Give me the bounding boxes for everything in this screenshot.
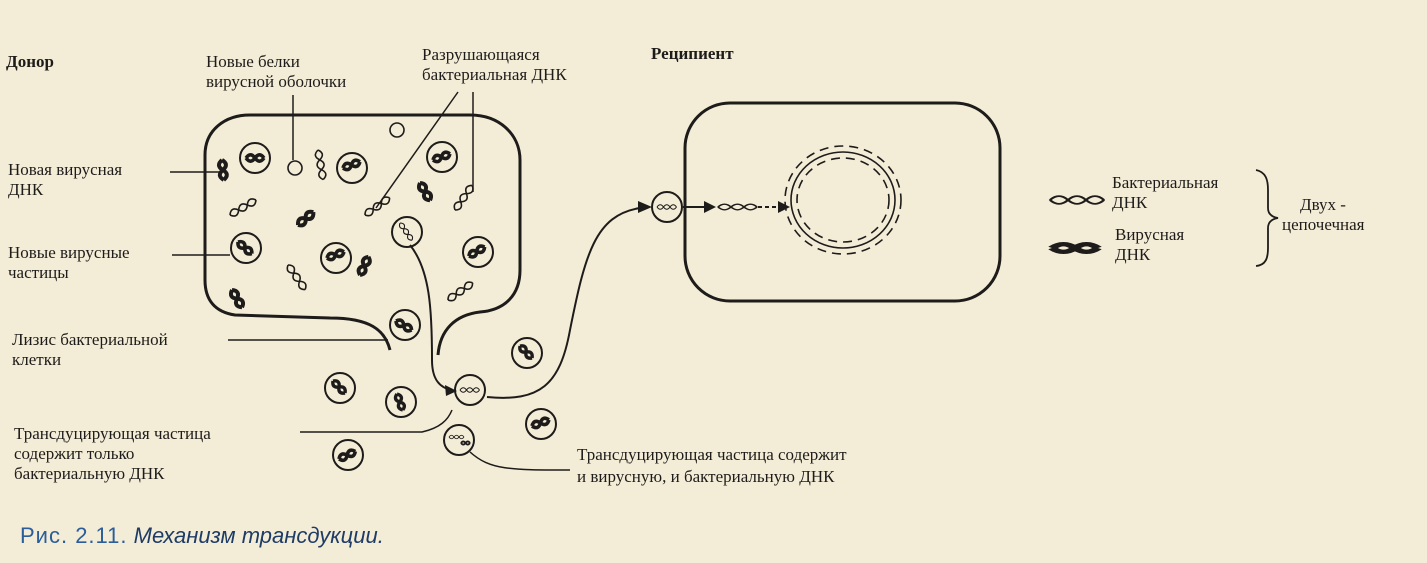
label-new-viral-particles-1: Новые вирусные <box>8 243 130 262</box>
label-new-viral-particles-2: частицы <box>8 263 69 282</box>
leader-lines <box>170 91 571 471</box>
legend-viral-1: Вирусная <box>1115 225 1185 244</box>
recipient-chromosome <box>790 151 896 249</box>
label-transducing-bacterial-2: содержит только <box>14 444 135 463</box>
transfer-path <box>409 244 453 391</box>
label-transducing-bacterial-1: Трансдуцирующая частица <box>14 424 211 443</box>
label-transducing-both-2: и вирусную, и бактериальную ДНК <box>577 467 835 486</box>
label-degrading-dna-1: Разрушающаяся <box>422 45 540 64</box>
label-new-viral-dna-1: Новая вирусная <box>8 160 123 179</box>
label-transducing-both-1: Трансдуцирующая частица содержит <box>577 445 847 464</box>
legend-brace <box>1255 169 1279 267</box>
label-new-proteins-1: Новые белки <box>206 52 300 71</box>
label-new-viral-dna-2: ДНК <box>8 180 44 199</box>
label-transducing-bacterial-3: бактериальную ДНК <box>14 464 165 483</box>
legend-bacterial-2: ДНК <box>1112 193 1148 212</box>
label-lysis-2: клетки <box>12 350 62 369</box>
released-particles <box>324 309 557 471</box>
label-new-proteins-2: вирусной оболочки <box>206 72 347 91</box>
figure-title: Механизм трансдукции. <box>133 523 384 548</box>
recipient-label: Реципиент <box>651 44 734 63</box>
recipient-cell <box>683 101 1002 303</box>
legend-helices <box>1050 169 1279 267</box>
legend-double-stranded-2: цепочечная <box>1282 215 1365 234</box>
legend-viral-2: ДНК <box>1115 245 1151 264</box>
label-degrading-dna-2: бактериальная ДНК <box>422 65 567 84</box>
injecting-particle <box>651 191 683 223</box>
donor-label: Донор <box>6 52 54 71</box>
donor-contents <box>216 122 494 312</box>
transducing-particle-both <box>443 424 475 456</box>
donor-cell-membrane <box>203 113 522 356</box>
legend-double-stranded-1: Двух - <box>1300 195 1346 214</box>
figure-number: Рис. 2.11. <box>20 523 128 548</box>
transducing-particle-bacterial <box>454 374 486 406</box>
label-lysis-1: Лизис бактериальной <box>12 330 168 349</box>
legend-bacterial-1: Бактериальная <box>1112 173 1219 192</box>
figure-caption: Рис. 2.11. Механизм трансдукции. <box>20 523 384 549</box>
